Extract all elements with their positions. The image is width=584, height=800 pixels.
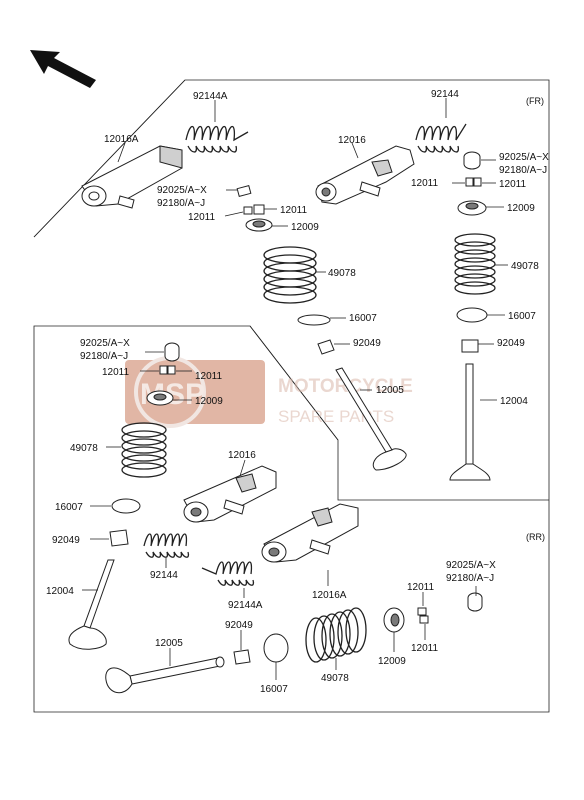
- valve-12005-rear: [105, 656, 225, 694]
- label-92180-front-left: 92180/A~J: [157, 198, 205, 209]
- front-section-tag: (FR): [526, 96, 544, 106]
- label-12011-rear-left-a: 12011: [102, 367, 130, 378]
- label-16007-rear-left: 16007: [55, 502, 83, 513]
- front-direction-arrow-icon: [30, 50, 96, 88]
- label-49078-rear-left: 49078: [70, 443, 98, 454]
- rocker-arm-12016-front: [315, 145, 415, 205]
- spring-92144-front: [415, 123, 467, 153]
- seal-92049-rear-b: [233, 649, 251, 665]
- seal-92049-rear-left: [109, 529, 129, 547]
- label-92180-rear-b: 92180/A~J: [446, 573, 494, 584]
- label-92025-front-right: 92025/A~X: [499, 152, 549, 163]
- rocker-arm-12016-rear: [183, 465, 277, 523]
- label-92180-front-right: 92180/A~J: [499, 165, 547, 176]
- valve-spring-49078-front-right: [454, 233, 496, 295]
- keeper-front-left-a: [243, 206, 253, 215]
- label-49078-front-left: 49078: [328, 268, 356, 279]
- label-12011-rear-d: 12011: [411, 643, 439, 654]
- label-92180-rear-left: 92180/A~J: [80, 351, 128, 362]
- retainer-12009-front-right: [457, 200, 487, 216]
- label-49078-front-right: 49078: [511, 261, 539, 272]
- cotter-rear-left: [164, 342, 180, 362]
- label-12016-rear: 12016: [228, 450, 256, 461]
- seal-16007-front-right: [456, 307, 488, 323]
- label-12011-front-right-b: 12011: [499, 179, 527, 190]
- seal-92049-front-left: [317, 339, 335, 355]
- keeper-rear-left: [159, 365, 176, 375]
- label-92049-front-right: 92049: [497, 338, 525, 349]
- label-92144a-rear: 92144A: [228, 600, 263, 611]
- spring-92144-rear: [143, 533, 190, 558]
- label-92144-front: 92144: [431, 89, 459, 100]
- spring-92144a-front: [185, 125, 249, 153]
- label-92049-rear-b: 92049: [225, 620, 253, 631]
- rear-section-tag: (RR): [526, 532, 545, 542]
- label-92144a-front: 92144A: [193, 91, 228, 102]
- valve-12005-front: [335, 367, 407, 471]
- seal-16007-rear-b: [263, 633, 289, 663]
- retainer-12009-rear-b: [383, 607, 405, 633]
- label-12011-rear-left-b: 12011: [195, 371, 223, 382]
- label-92025-front-left: 92025/A~X: [157, 185, 207, 196]
- label-12009-rear-left: 12009: [195, 396, 223, 407]
- label-12009-front-left: 12009: [291, 222, 319, 233]
- label-12016a-front: 12016A: [104, 134, 139, 145]
- label-12004-front-right: 12004: [500, 396, 528, 407]
- label-12011-rear-c: 12011: [407, 582, 435, 593]
- watermark-line1: MOTORCYCLE: [278, 376, 413, 397]
- keeper-front-left-b: [253, 204, 265, 215]
- cotter-front-right: [463, 151, 481, 170]
- label-12011-front-right-a: 12011: [411, 178, 439, 189]
- label-12009-rear-b: 12009: [378, 656, 406, 667]
- valve-12004-front-right: [449, 363, 491, 481]
- retainer-12009-rear-left: [146, 390, 174, 406]
- label-92144-rear: 92144: [150, 570, 178, 581]
- rocker-arm-12016a-rear: [261, 503, 359, 563]
- cotter-rear-b: [467, 592, 483, 612]
- label-92049-rear-left: 92049: [52, 535, 80, 546]
- label-49078-rear-b: 49078: [321, 673, 349, 684]
- label-12016a-rear: 12016A: [312, 590, 347, 601]
- keeper-rear-b: [417, 607, 429, 624]
- label-12005-front: 12005: [376, 385, 404, 396]
- label-12011-front-left-a: 12011: [280, 205, 308, 216]
- label-12004-rear: 12004: [46, 586, 74, 597]
- seal-16007-front-left: [297, 314, 331, 326]
- label-12009-front-right: 12009: [507, 203, 535, 214]
- label-12005-rear: 12005: [155, 638, 183, 649]
- label-12011-front-left-b: 12011: [188, 212, 216, 223]
- label-16007-front-right: 16007: [508, 311, 536, 322]
- cotter-front-left: [236, 184, 252, 198]
- seal-16007-rear-left: [111, 498, 141, 514]
- rocker-arm-12016a-front: [81, 145, 183, 209]
- valve-spring-49078-rear-b: [305, 607, 367, 663]
- keeper-front-right: [465, 177, 482, 187]
- watermark-line2: SPARE PARTS: [278, 407, 394, 426]
- label-92025-rear-left: 92025/A~X: [80, 338, 130, 349]
- retainer-12009-front-left: [245, 218, 273, 232]
- valve-12004-rear: [68, 559, 115, 650]
- label-92025-rear-b: 92025/A~X: [446, 560, 496, 571]
- label-12016-front: 12016: [338, 135, 366, 146]
- seal-92049-front-right: [461, 339, 479, 353]
- valve-spring-49078-rear-left: [121, 422, 167, 478]
- label-16007-rear-b: 16007: [260, 684, 288, 695]
- valve-spring-49078-front-left: [263, 246, 317, 304]
- spring-92144a-rear: [201, 561, 255, 586]
- label-16007-front-left: 16007: [349, 313, 377, 324]
- label-92049-front-left: 92049: [353, 338, 381, 349]
